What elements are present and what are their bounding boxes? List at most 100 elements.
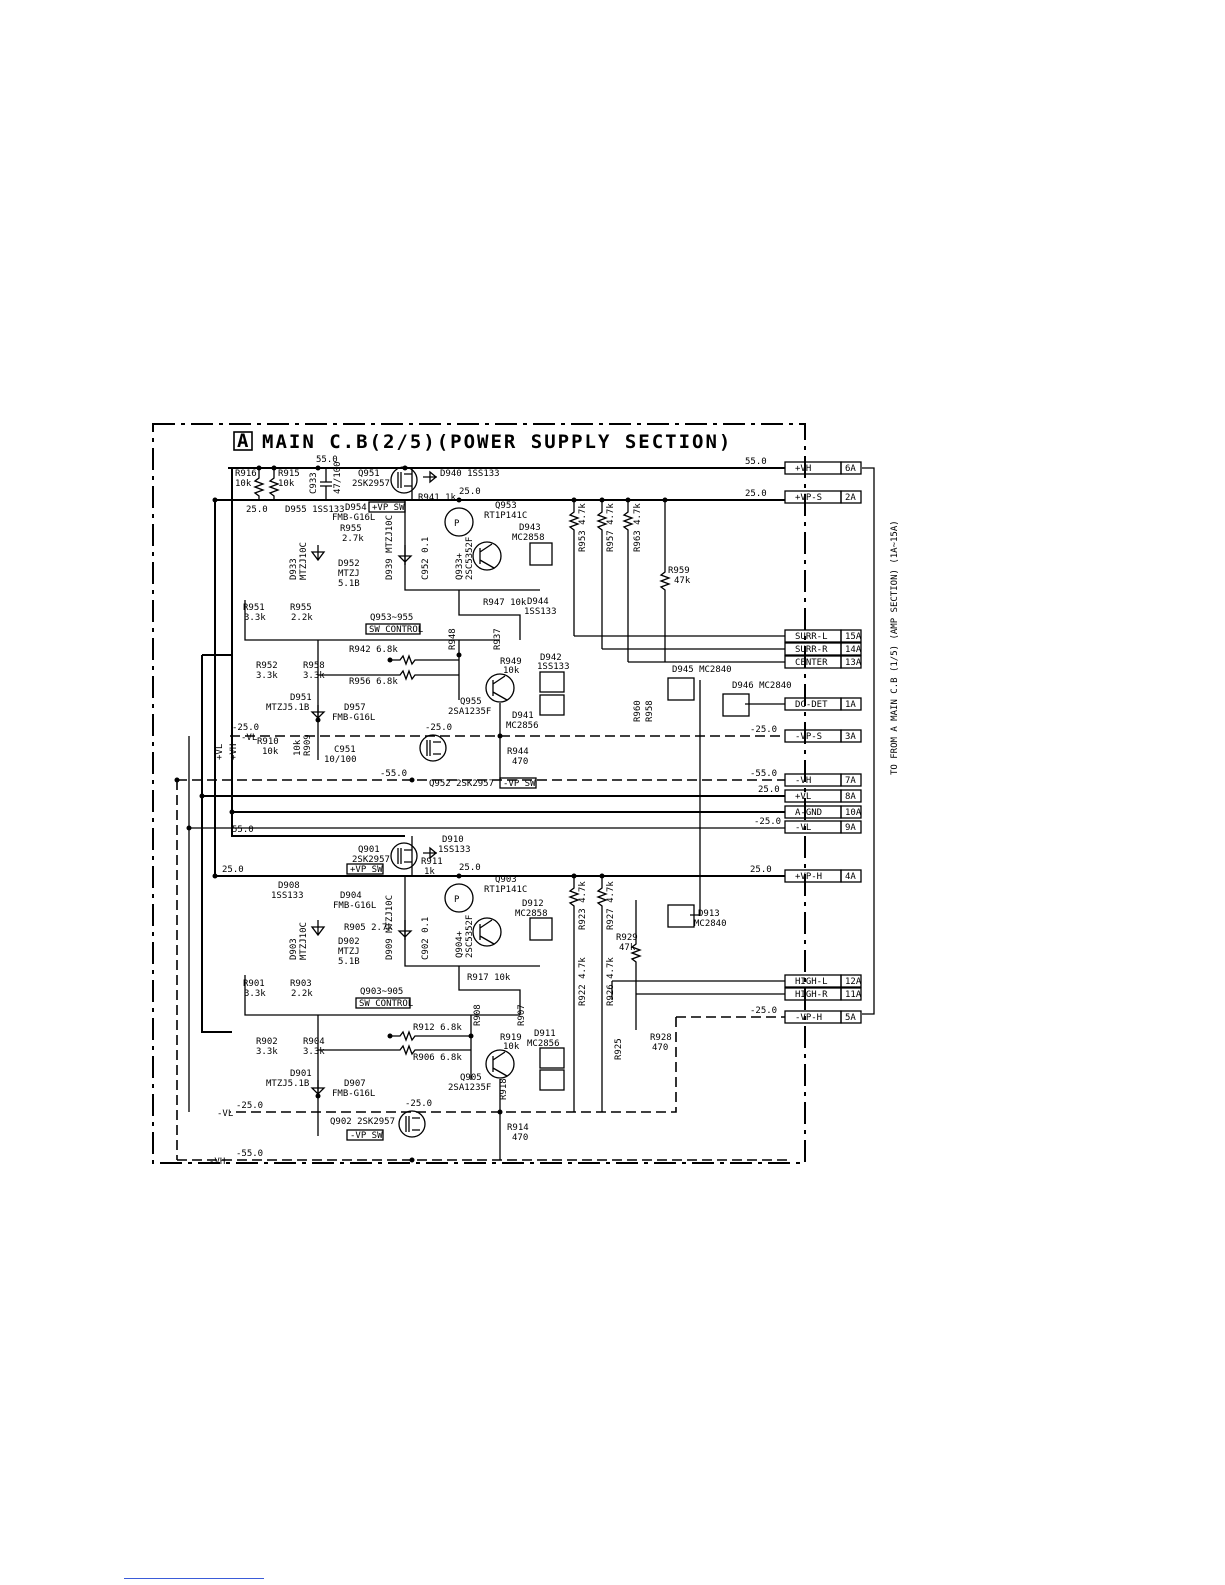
net-label: -VH <box>209 1157 225 1167</box>
connector-pin: 1A <box>845 700 856 710</box>
part-label: R922 4.7k <box>578 957 588 1006</box>
connector-bracket <box>862 467 875 1015</box>
part-label: D908 <box>278 881 300 891</box>
part-label: D933 <box>289 558 299 580</box>
part-label: R942 6.8k <box>349 645 398 655</box>
net-labels: -VL +VL +VH -VL -VH <box>209 733 257 1167</box>
part-label: R944 <box>507 747 529 757</box>
part-label: MTZJ10C <box>299 542 309 580</box>
part-label: D907 <box>344 1079 366 1089</box>
part-label: RT1P141C <box>484 885 527 895</box>
connector-block: +VH 6A +VP-S 2A SURR-L 15A SURR-R 14A CE… <box>784 461 862 1024</box>
part-label: R907 <box>517 1004 527 1026</box>
part-label: D955 1SS133 <box>285 505 345 515</box>
part-label: 47/100 <box>333 461 343 494</box>
part-label: R937 <box>493 628 503 650</box>
part-label: MTZJ <box>338 569 360 579</box>
part-label: R925 <box>614 1038 624 1060</box>
part-label: R947 10k <box>483 598 527 608</box>
part-label: C933 <box>309 472 319 494</box>
connector-neg-vl: -VL 9A <box>784 820 862 834</box>
connector-dc-det: DC-DET 1A <box>784 697 862 711</box>
part-label: R904 <box>303 1037 325 1047</box>
part-label: 3.3k <box>256 1047 278 1057</box>
connector-vl: +VL 8A <box>784 789 862 803</box>
connector-high-l: HIGH-L 12A <box>784 974 862 988</box>
part-label: D941 <box>512 711 534 721</box>
part-label: Q953 <box>495 501 517 511</box>
part-label: D912 <box>522 899 544 909</box>
part-label: D903 <box>289 938 299 960</box>
part-label: C951 <box>334 745 356 755</box>
title-box-letter: A <box>237 430 250 452</box>
part-label: Q905 <box>460 1073 482 1083</box>
connector-label: SURR-R <box>795 645 828 655</box>
part-label: Q903 <box>495 875 517 885</box>
part-label: 2.7k <box>342 534 364 544</box>
voltage-label: 25.0 <box>459 863 481 873</box>
voltage-label: 25.0 <box>758 785 780 795</box>
connector-label: +VL <box>795 792 811 802</box>
part-label: R902 <box>256 1037 278 1047</box>
part-label: 2SK2957 <box>352 479 390 489</box>
part-label: D910 <box>442 835 464 845</box>
part-label: Q904+ <box>455 930 465 958</box>
net-label: -VL <box>217 1109 233 1119</box>
connector-label: HIGH-L <box>795 977 828 987</box>
part-label: SW CONTROL <box>369 625 423 635</box>
part-label: R957 4.7k <box>606 503 616 552</box>
part-label: 470 <box>512 1133 528 1143</box>
part-label: MC2840 <box>694 919 727 929</box>
part-label: +VP SW <box>372 503 405 513</box>
voltage-label: 25.0 <box>222 865 244 875</box>
part-label: R923 4.7k <box>578 881 588 930</box>
part-label: D901 <box>290 1069 312 1079</box>
upper-section: P <box>244 466 750 780</box>
part-label: R926 4.7k <box>606 957 616 1006</box>
net-label: +VL <box>215 744 225 760</box>
part-label: R958 <box>303 661 325 671</box>
part-label: 3.3k <box>244 989 266 999</box>
part-label: R912 6.8k <box>413 1023 462 1033</box>
connector-label: A-GND <box>795 808 822 818</box>
voltage-labels: 55.0 25.0 55.0 25.0 25.0 -25.0 -25.0 -25… <box>222 455 781 1159</box>
part-label: 10k <box>503 1042 520 1052</box>
voltage-label: 55.0 <box>316 455 338 465</box>
voltage-label: -25.0 <box>232 723 259 733</box>
part-label: MC2856 <box>506 721 539 731</box>
part-label: Q903~905 <box>360 987 403 997</box>
voltage-label: -25.0 <box>405 1099 432 1109</box>
part-label: R955 <box>290 603 312 613</box>
connector-pin: 14A <box>845 645 862 655</box>
part-label: 1SS133 <box>438 845 471 855</box>
part-label: R956 6.8k <box>349 677 398 687</box>
part-label: 3.3k <box>303 1047 325 1057</box>
connector-pin: 7A <box>845 776 856 786</box>
part-label: R953 4.7k <box>578 503 588 552</box>
connector-label: +VP-S <box>795 493 822 503</box>
part-label: MTZJ5.1B <box>266 703 309 713</box>
part-label: R952 <box>256 661 278 671</box>
part-label: R903 <box>290 979 312 989</box>
connector-label: DC-DET <box>795 700 828 710</box>
part-label: R951 <box>243 603 265 613</box>
part-label: 1SS133 <box>524 607 557 617</box>
part-label: RT1P141C <box>484 511 527 521</box>
voltage-label: -55.0 <box>236 1149 263 1159</box>
voltage-label: 25.0 <box>246 505 268 515</box>
connector-pin: 9A <box>845 823 856 833</box>
connector-vph: +VP-H 4A <box>784 869 862 883</box>
part-label: 2.2k <box>291 613 313 623</box>
voltage-label: 25.0 <box>745 489 767 499</box>
part-label: SW CONTROL <box>359 999 413 1009</box>
connector-pin: 11A <box>845 990 862 1000</box>
side-note: TO FROM A MAIN C.B (1/5) (AMP SECTION) (… <box>890 520 900 775</box>
part-label: R948 <box>448 628 458 650</box>
part-label: Q953~955 <box>370 613 413 623</box>
part-label: R927 4.7k <box>606 881 616 930</box>
connector-a-gnd: A-GND 10A <box>784 805 862 819</box>
part-label: 2SC5352F <box>465 537 475 580</box>
part-label: 1SS133 <box>537 662 570 672</box>
part-label: 10/100 <box>324 755 357 765</box>
part-label: 3.3k <box>303 671 325 681</box>
